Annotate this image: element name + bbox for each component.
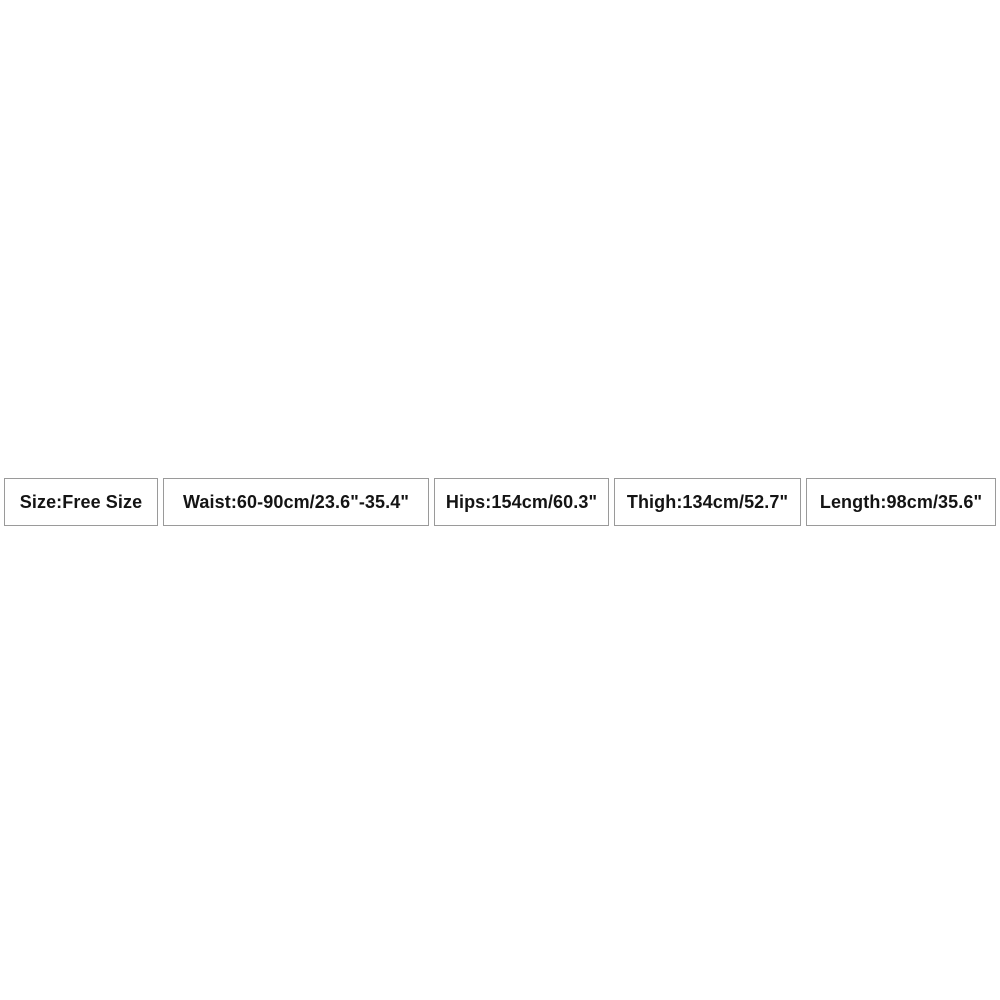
size-chart-row: Size:Free Size Waist:60-90cm/23.6"-35.4"… [4,478,996,526]
size-cell-size: Size:Free Size [4,478,158,526]
blank-canvas-below-table [0,526,1000,1000]
size-cell-length: Length:98cm/35.6" [806,478,996,526]
product-size-chart: Size:Free Size Waist:60-90cm/23.6"-35.4"… [4,478,996,526]
size-cell-hips: Hips:154cm/60.3" [434,478,609,526]
size-cell-thigh: Thigh:134cm/52.7" [614,478,801,526]
blank-canvas-above-table [0,0,1000,478]
size-cell-waist: Waist:60-90cm/23.6"-35.4" [163,478,429,526]
